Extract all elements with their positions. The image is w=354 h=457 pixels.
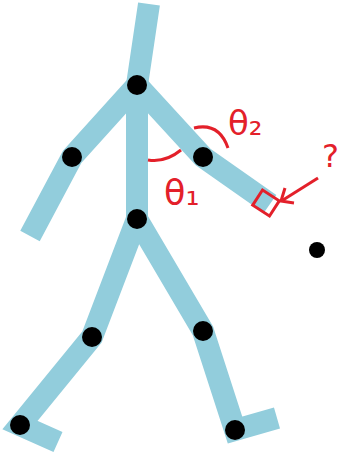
arrow-shaft	[283, 178, 318, 200]
joint-dot	[225, 420, 245, 440]
joint-dot	[62, 147, 82, 167]
limbs	[20, 4, 277, 442]
joints	[10, 75, 325, 440]
joint-dot	[193, 147, 213, 167]
question-mark: ?	[322, 140, 339, 172]
right-arm	[137, 85, 270, 204]
joint-dot	[10, 415, 30, 435]
angle-label: θ₁	[164, 176, 199, 211]
pointer-arrow	[281, 178, 318, 203]
end-effector-box	[253, 190, 280, 216]
left-arm	[30, 85, 137, 236]
arrow-head	[281, 188, 294, 203]
joint-dot	[82, 327, 102, 347]
angle-arc	[148, 150, 181, 161]
joint-dot	[127, 209, 147, 229]
joint-dot	[193, 321, 213, 341]
target-dot	[309, 242, 325, 258]
angle-arc	[194, 127, 228, 148]
joint-dot	[127, 75, 147, 95]
angle-label: θ₂	[228, 106, 262, 140]
left-leg	[20, 219, 137, 442]
right-leg	[137, 219, 277, 430]
